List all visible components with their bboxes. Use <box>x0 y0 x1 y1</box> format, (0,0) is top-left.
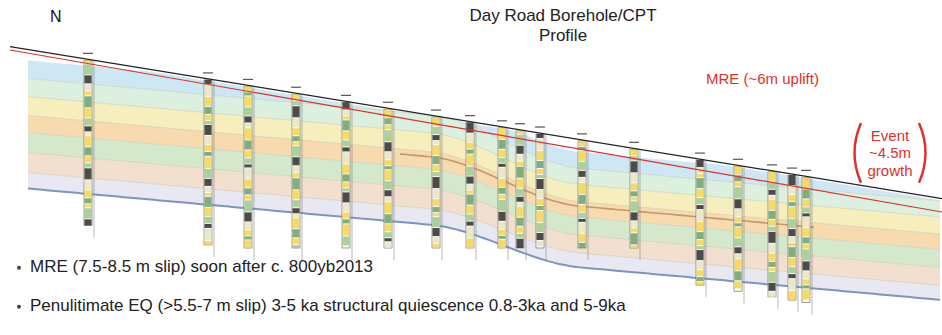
surface-lines <box>10 47 942 212</box>
stratum-boundary <box>28 173 940 286</box>
borehole <box>767 165 778 309</box>
bullet-note: Penulitimate EQ (>5.5-7 m slip) 3-5 ka s… <box>30 296 626 316</box>
stratum-boundary <box>28 116 940 235</box>
ground-surface <box>10 47 942 199</box>
bullet-dot <box>17 266 21 270</box>
stratum-band <box>28 153 940 286</box>
strata-bands <box>28 61 940 300</box>
growth-label: Event ~4.5m growth <box>862 127 918 179</box>
stratum-boundary <box>28 79 940 201</box>
borehole <box>535 127 546 260</box>
borehole <box>341 95 352 260</box>
borehole <box>83 53 94 237</box>
uplift-label: MRE (~6m uplift) <box>706 70 819 87</box>
borehole <box>497 121 508 260</box>
bullet-dot <box>17 305 21 309</box>
borehole <box>787 168 798 312</box>
bracket <box>919 123 926 183</box>
borehole <box>383 102 394 260</box>
borehole <box>695 153 706 297</box>
stratum-boundary <box>28 133 940 250</box>
borehole <box>515 124 526 260</box>
mre-surface <box>10 50 942 212</box>
borehole <box>629 142 640 260</box>
borehole <box>733 159 744 303</box>
stratum-band <box>28 173 940 300</box>
annotation-marks <box>17 123 926 309</box>
stratum-boundary <box>28 153 940 268</box>
borehole <box>203 73 214 257</box>
marker-horizon <box>400 154 814 227</box>
borehole <box>243 79 254 260</box>
borehole <box>577 134 588 260</box>
bullet-note: MRE (7.5-8.5 m slip) soon after c. 800yb… <box>30 257 373 277</box>
borehole <box>465 116 476 260</box>
figure-title: Day Road Borehole/CPT Profile <box>468 6 658 45</box>
borehole <box>291 87 302 260</box>
borehole <box>801 170 812 314</box>
borehole <box>431 110 442 260</box>
bracket <box>855 123 862 183</box>
north-arrow-label: N <box>50 8 62 26</box>
